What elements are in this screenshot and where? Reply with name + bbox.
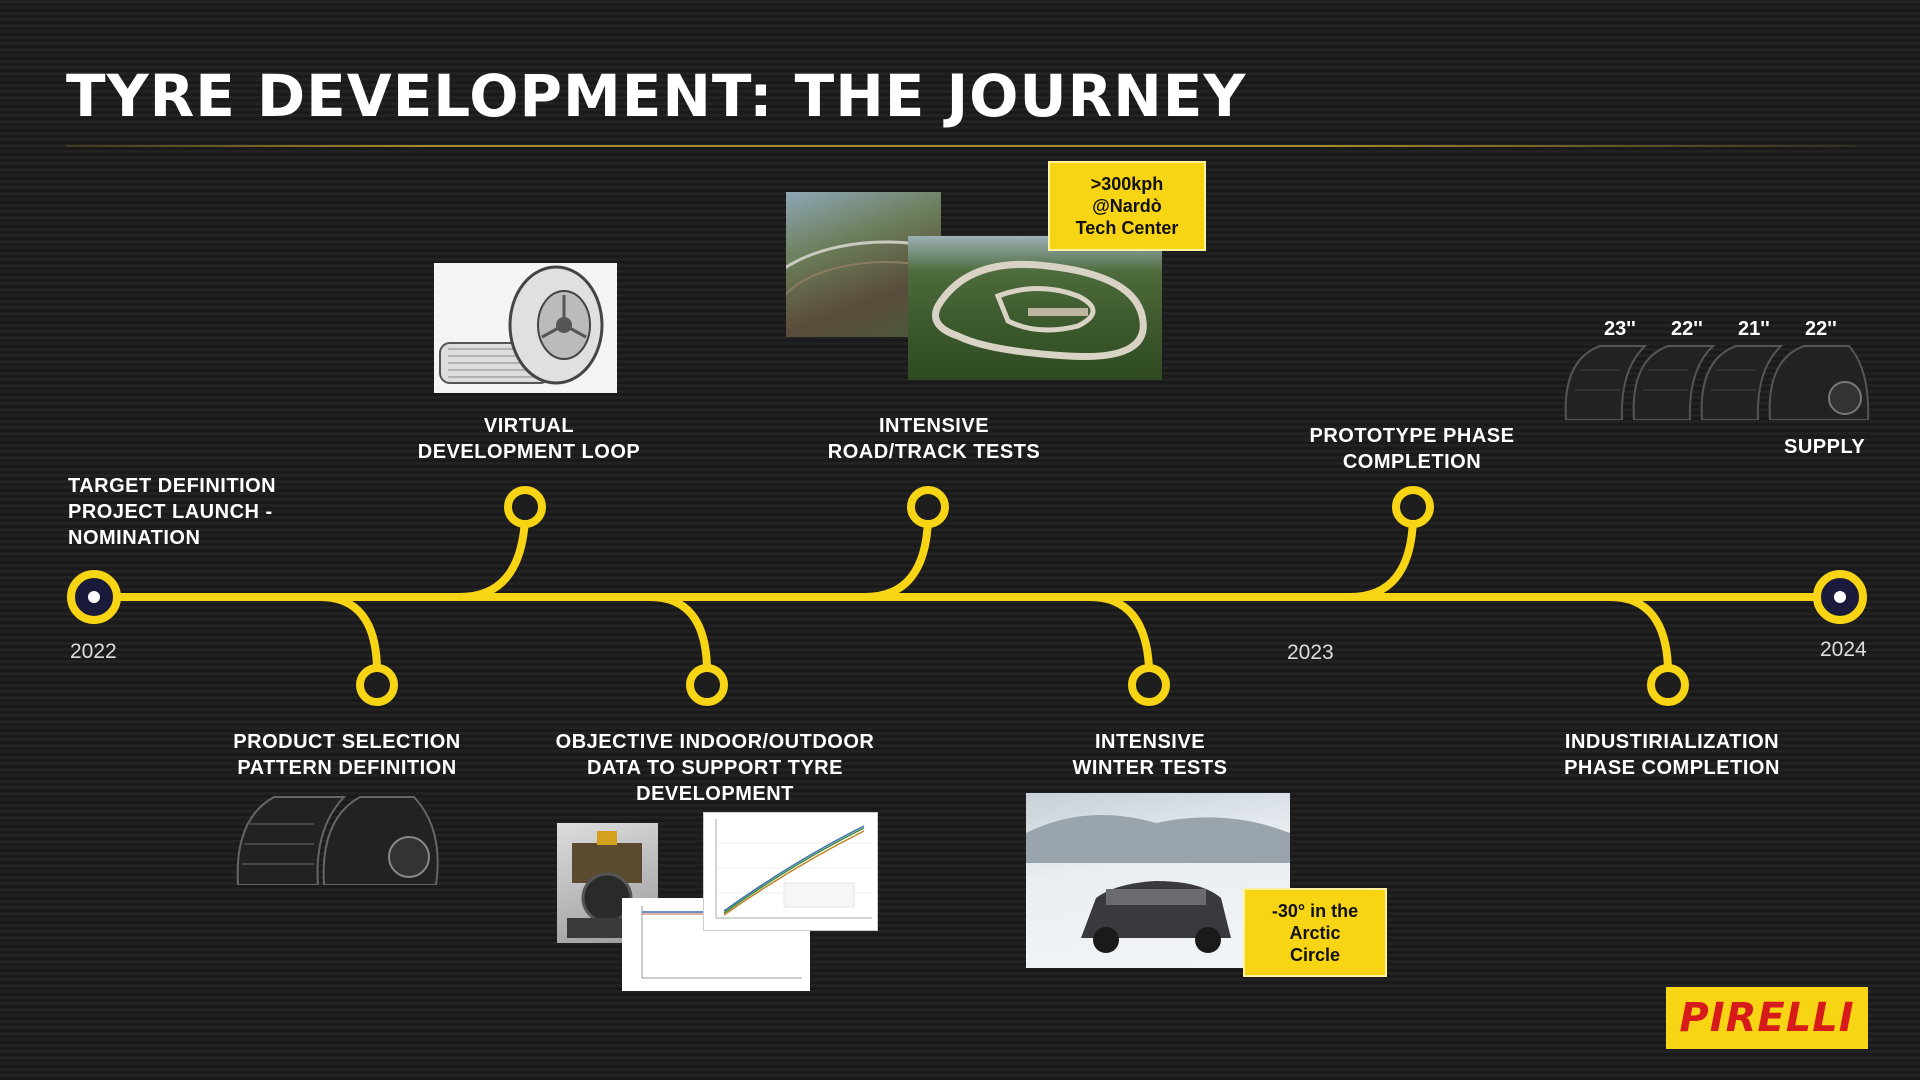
track-aerial-photo: [908, 236, 1162, 380]
branch-virtual: [456, 516, 529, 601]
node-product: [356, 664, 398, 706]
node-industrialization: [1647, 664, 1689, 706]
year-start: 2022: [70, 640, 117, 663]
branch-objective: [646, 593, 711, 671]
pirelli-logo: PIRELLI: [1666, 987, 1868, 1049]
label-road-track-tests: INTENSIVE ROAD/TRACK TESTS: [827, 415, 1041, 463]
tire-size-3: 21'': [1738, 318, 1770, 340]
label-industrialization: INDUSTIRIALIZATION PHASE COMPLETION: [1564, 731, 1780, 779]
branch-product: [316, 593, 381, 671]
branch-road: [861, 516, 932, 601]
tire-size-1: 23'': [1604, 318, 1636, 340]
branch-prototype: [1346, 516, 1417, 601]
label-winter-tests: INTENSIVE WINTER TESTS: [1072, 731, 1228, 779]
year-middle: 2023: [1287, 641, 1334, 664]
branch-industrialization: [1606, 593, 1672, 671]
label-target-definition: TARGET DEFINITION PROJECT LAUNCH - NOMIN…: [68, 475, 277, 549]
title-divider: [66, 145, 1856, 147]
node-winter: [1128, 664, 1170, 706]
page-title: TYRE DEVELOPMENT: THE JOURNEY: [66, 62, 1247, 130]
supply-tyres-image: [1560, 340, 1872, 420]
branch-winter: [1086, 593, 1153, 671]
label-supply: SUPPLY: [1784, 436, 1866, 458]
callout-arctic: -30° in the Arctic Circle: [1243, 888, 1387, 977]
node-objective: [686, 664, 728, 706]
virtual-tyre-image: [434, 263, 617, 393]
node-prototype: [1392, 486, 1434, 528]
callout-nardo: >300kph @Nardò Tech Center: [1048, 161, 1206, 251]
year-end: 2024: [1820, 638, 1867, 661]
label-product-selection: PRODUCT SELECTION PATTERN DEFINITION: [233, 731, 461, 779]
pirelli-logo-text: PIRELLI: [1679, 995, 1855, 1041]
node-virtual: [504, 486, 546, 528]
label-prototype-completion: PROTOTYPE PHASE COMPLETION: [1309, 425, 1515, 473]
performance-chart-image: [703, 812, 878, 931]
product-tyres-image: [234, 789, 440, 885]
label-objective-data: OBJECTIVE INDOOR/OUTDOOR DATA TO SUPPORT…: [555, 731, 875, 805]
node-road: [907, 486, 949, 528]
label-virtual-development: VIRTUAL DEVELOPMENT LOOP: [417, 415, 641, 463]
tire-size-4: 22'': [1805, 318, 1837, 340]
tire-size-2: 22'': [1671, 318, 1703, 340]
